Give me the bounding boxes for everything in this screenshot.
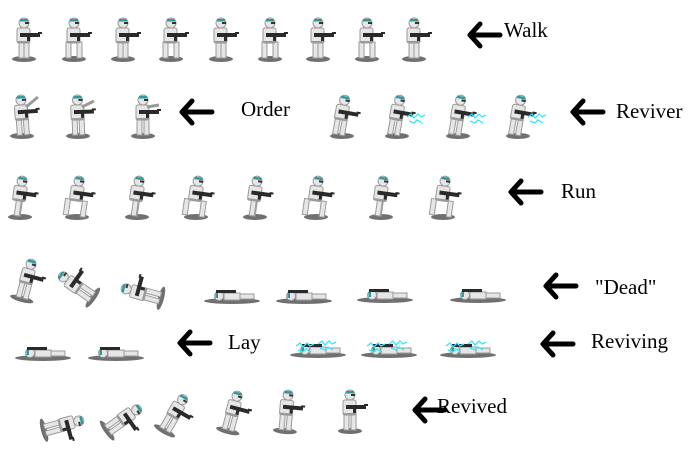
walk-frame [258, 17, 288, 62]
run-frame [369, 175, 400, 220]
order-frame [131, 94, 161, 139]
dead-frame [57, 267, 101, 308]
order-frame [66, 94, 96, 139]
reviving-arrow [540, 330, 576, 358]
order-frame [10, 94, 40, 139]
dead-frame [204, 290, 260, 304]
revived-frame [39, 415, 85, 442]
run-frame [125, 175, 156, 220]
reviving-frame [290, 340, 346, 358]
revived-frame [338, 389, 368, 434]
run-frame [243, 175, 274, 220]
lay-frame [15, 347, 71, 361]
run-frame [8, 175, 39, 220]
revived-frame [99, 404, 143, 441]
reviver-frame [385, 94, 426, 139]
run-frame [181, 175, 215, 220]
reviving-frame [440, 340, 496, 358]
dead-frame [120, 273, 166, 310]
run-frame [62, 175, 96, 220]
walk-label: Walk [504, 18, 548, 42]
order-arrow [179, 98, 215, 126]
run-frame [301, 175, 335, 220]
reviver-arrow [570, 98, 606, 126]
walk-frame [159, 17, 189, 62]
walk-frame [402, 17, 432, 62]
reviving-frame [361, 340, 417, 358]
walk-frame [355, 17, 385, 62]
reviver-frame [506, 94, 547, 139]
run-arrow [508, 178, 544, 206]
revived-arrow [412, 396, 448, 424]
reviver-frame [446, 94, 487, 139]
walk-frame [209, 17, 239, 62]
walk-frame [306, 17, 336, 62]
revived-frame [216, 390, 253, 436]
lay-frame [88, 347, 144, 361]
dead-label: "Dead" [595, 275, 657, 299]
reviver-frame [330, 94, 361, 139]
lay-label: Lay [228, 330, 261, 354]
reviving-label: Reviving [591, 329, 668, 353]
run-frame [428, 175, 462, 220]
run-label: Run [561, 179, 597, 203]
dead-frame [450, 289, 506, 303]
lay-arrow [177, 329, 213, 357]
dead-arrow [543, 272, 579, 300]
dead-frame [276, 290, 332, 304]
dead-frame [10, 258, 47, 304]
order-label: Order [241, 97, 290, 121]
walk-frame [111, 17, 141, 62]
reviver-label: Reviver [616, 99, 683, 123]
revived-frame [272, 389, 306, 435]
walk-frame [12, 17, 42, 62]
revived-frame [154, 394, 194, 438]
dead-frame [357, 289, 413, 303]
revived-label: Revived [437, 394, 507, 418]
walk-frame [62, 17, 92, 62]
walk-arrow [467, 21, 503, 49]
